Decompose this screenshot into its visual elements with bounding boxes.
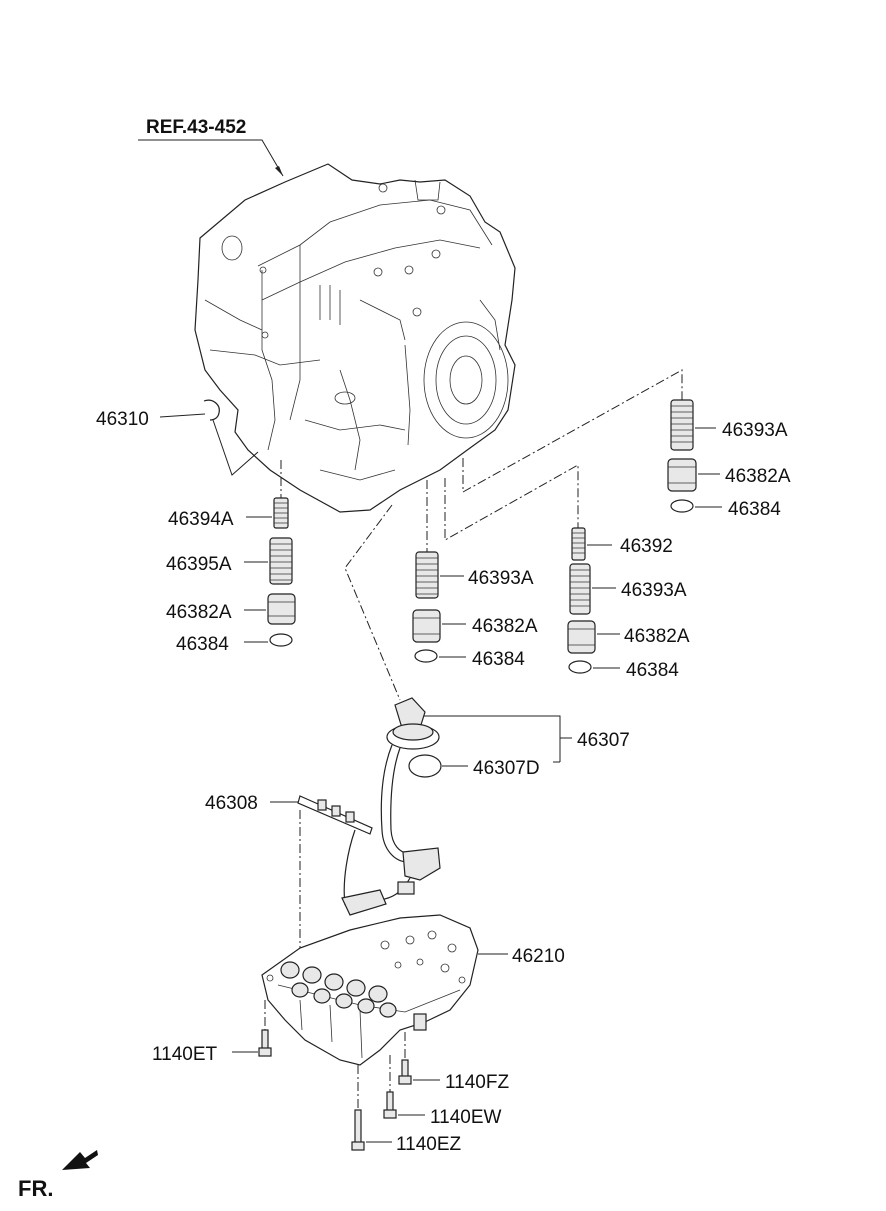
bolt-1140FZ-part	[398, 1059, 412, 1085]
piston-46382A-right-part	[567, 620, 596, 654]
oring-46384-middle-part	[414, 649, 438, 663]
callout-46393A-right: 46393A	[621, 580, 687, 601]
callout-46384-left: 46384	[176, 634, 229, 655]
front-arrow-icon	[62, 1150, 98, 1170]
callout-46395A: 46395A	[166, 554, 232, 575]
bolt-1140EW-part	[383, 1091, 397, 1119]
callout-46382A-right: 46382A	[624, 626, 690, 647]
spring-46395A-part	[269, 537, 293, 585]
callout-46392: 46392	[620, 536, 673, 557]
spring-46392-part	[571, 527, 586, 561]
callout-46308: 46308	[205, 793, 258, 814]
callout-46384-top: 46384	[728, 499, 781, 520]
valve-body-46210-part	[261, 914, 479, 1066]
clip-46310-part	[203, 399, 220, 421]
spring-46393A-top-part	[670, 399, 694, 451]
spring-46394A-part	[273, 497, 289, 529]
callout-1140ET: 1140ET	[152, 1044, 218, 1065]
connector-46307-part	[374, 697, 441, 901]
callout-46307: 46307	[577, 730, 630, 751]
oring-46384-right-part	[568, 660, 592, 674]
callout-46384-right: 46384	[626, 660, 679, 681]
piston-46382A-top-part	[667, 458, 697, 492]
callout-46393A-middle: 46393A	[468, 568, 534, 589]
callout-1140EW: 1140EW	[430, 1107, 502, 1128]
transmission-case-illustration	[194, 163, 516, 513]
bolt-1140EZ-part	[351, 1109, 365, 1151]
oring-46307D-part	[408, 754, 442, 778]
callout-46382A-middle: 46382A	[472, 616, 538, 637]
oring-46384-top-part	[670, 499, 694, 513]
reference-leader	[138, 139, 284, 177]
callout-46394A: 46394A	[168, 509, 234, 530]
bolt-1140ET-part	[258, 1029, 272, 1057]
spring-46393A-right-part	[569, 563, 591, 615]
callout-46307D: 46307D	[473, 758, 540, 779]
front-label: FR.	[18, 1176, 53, 1201]
reference-label: REF.43-452	[146, 117, 246, 138]
spring-46393A-middle-part	[415, 551, 439, 599]
callout-46382A-left: 46382A	[166, 602, 232, 623]
piston-46382A-left-part	[267, 593, 296, 625]
callout-1140EZ: 1140EZ	[396, 1134, 462, 1155]
oring-46384-left-part	[269, 633, 293, 647]
callout-46210: 46210	[512, 946, 565, 967]
callout-46310: 46310	[96, 409, 149, 430]
callout-1140FZ: 1140FZ	[445, 1072, 509, 1093]
callout-46384-middle: 46384	[472, 649, 525, 670]
piston-46382A-middle-part	[412, 609, 441, 643]
wire-46308-part	[297, 795, 387, 916]
callout-46393A-top: 46393A	[722, 420, 788, 441]
callout-46382A-top: 46382A	[725, 466, 791, 487]
